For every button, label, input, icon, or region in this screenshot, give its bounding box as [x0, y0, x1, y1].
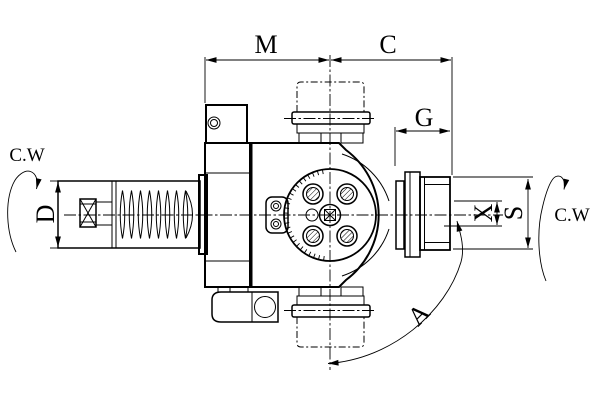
dial-graduation-ticks — [283, 169, 325, 261]
top-left-block — [205, 104, 248, 144]
index-lug — [265, 196, 289, 234]
gear-head-body — [204, 104, 390, 323]
dimension-lines — [50, 57, 533, 366]
drawbar-end — [79, 198, 112, 228]
dim-arc-a — [327, 220, 464, 366]
bottom-cover-block — [211, 287, 279, 323]
label-g: G — [415, 103, 434, 132]
label-cw-right: C.W — [554, 205, 589, 226]
label-m: M — [254, 30, 277, 59]
label-x: X — [469, 203, 498, 222]
output-spindle — [395, 171, 451, 258]
cw-arrow-left — [7, 170, 42, 253]
label-s: S — [499, 206, 528, 220]
cw-arrow-right — [538, 175, 570, 282]
label-d: D — [31, 205, 60, 224]
bellows-thread — [119, 190, 189, 239]
bottom-spindle-plug — [291, 286, 371, 348]
index-hole-icon — [305, 208, 319, 222]
label-c: C — [379, 30, 396, 59]
top-spindle-plug — [291, 81, 371, 144]
mount-face-plate — [198, 174, 208, 255]
cover-hole-icon — [254, 296, 276, 318]
pin-hole-icon — [207, 116, 221, 130]
rotation-arrows — [7, 170, 570, 282]
input-shank — [57, 174, 208, 255]
label-cw-left: C.W — [9, 145, 44, 166]
label-a: A — [402, 298, 436, 332]
